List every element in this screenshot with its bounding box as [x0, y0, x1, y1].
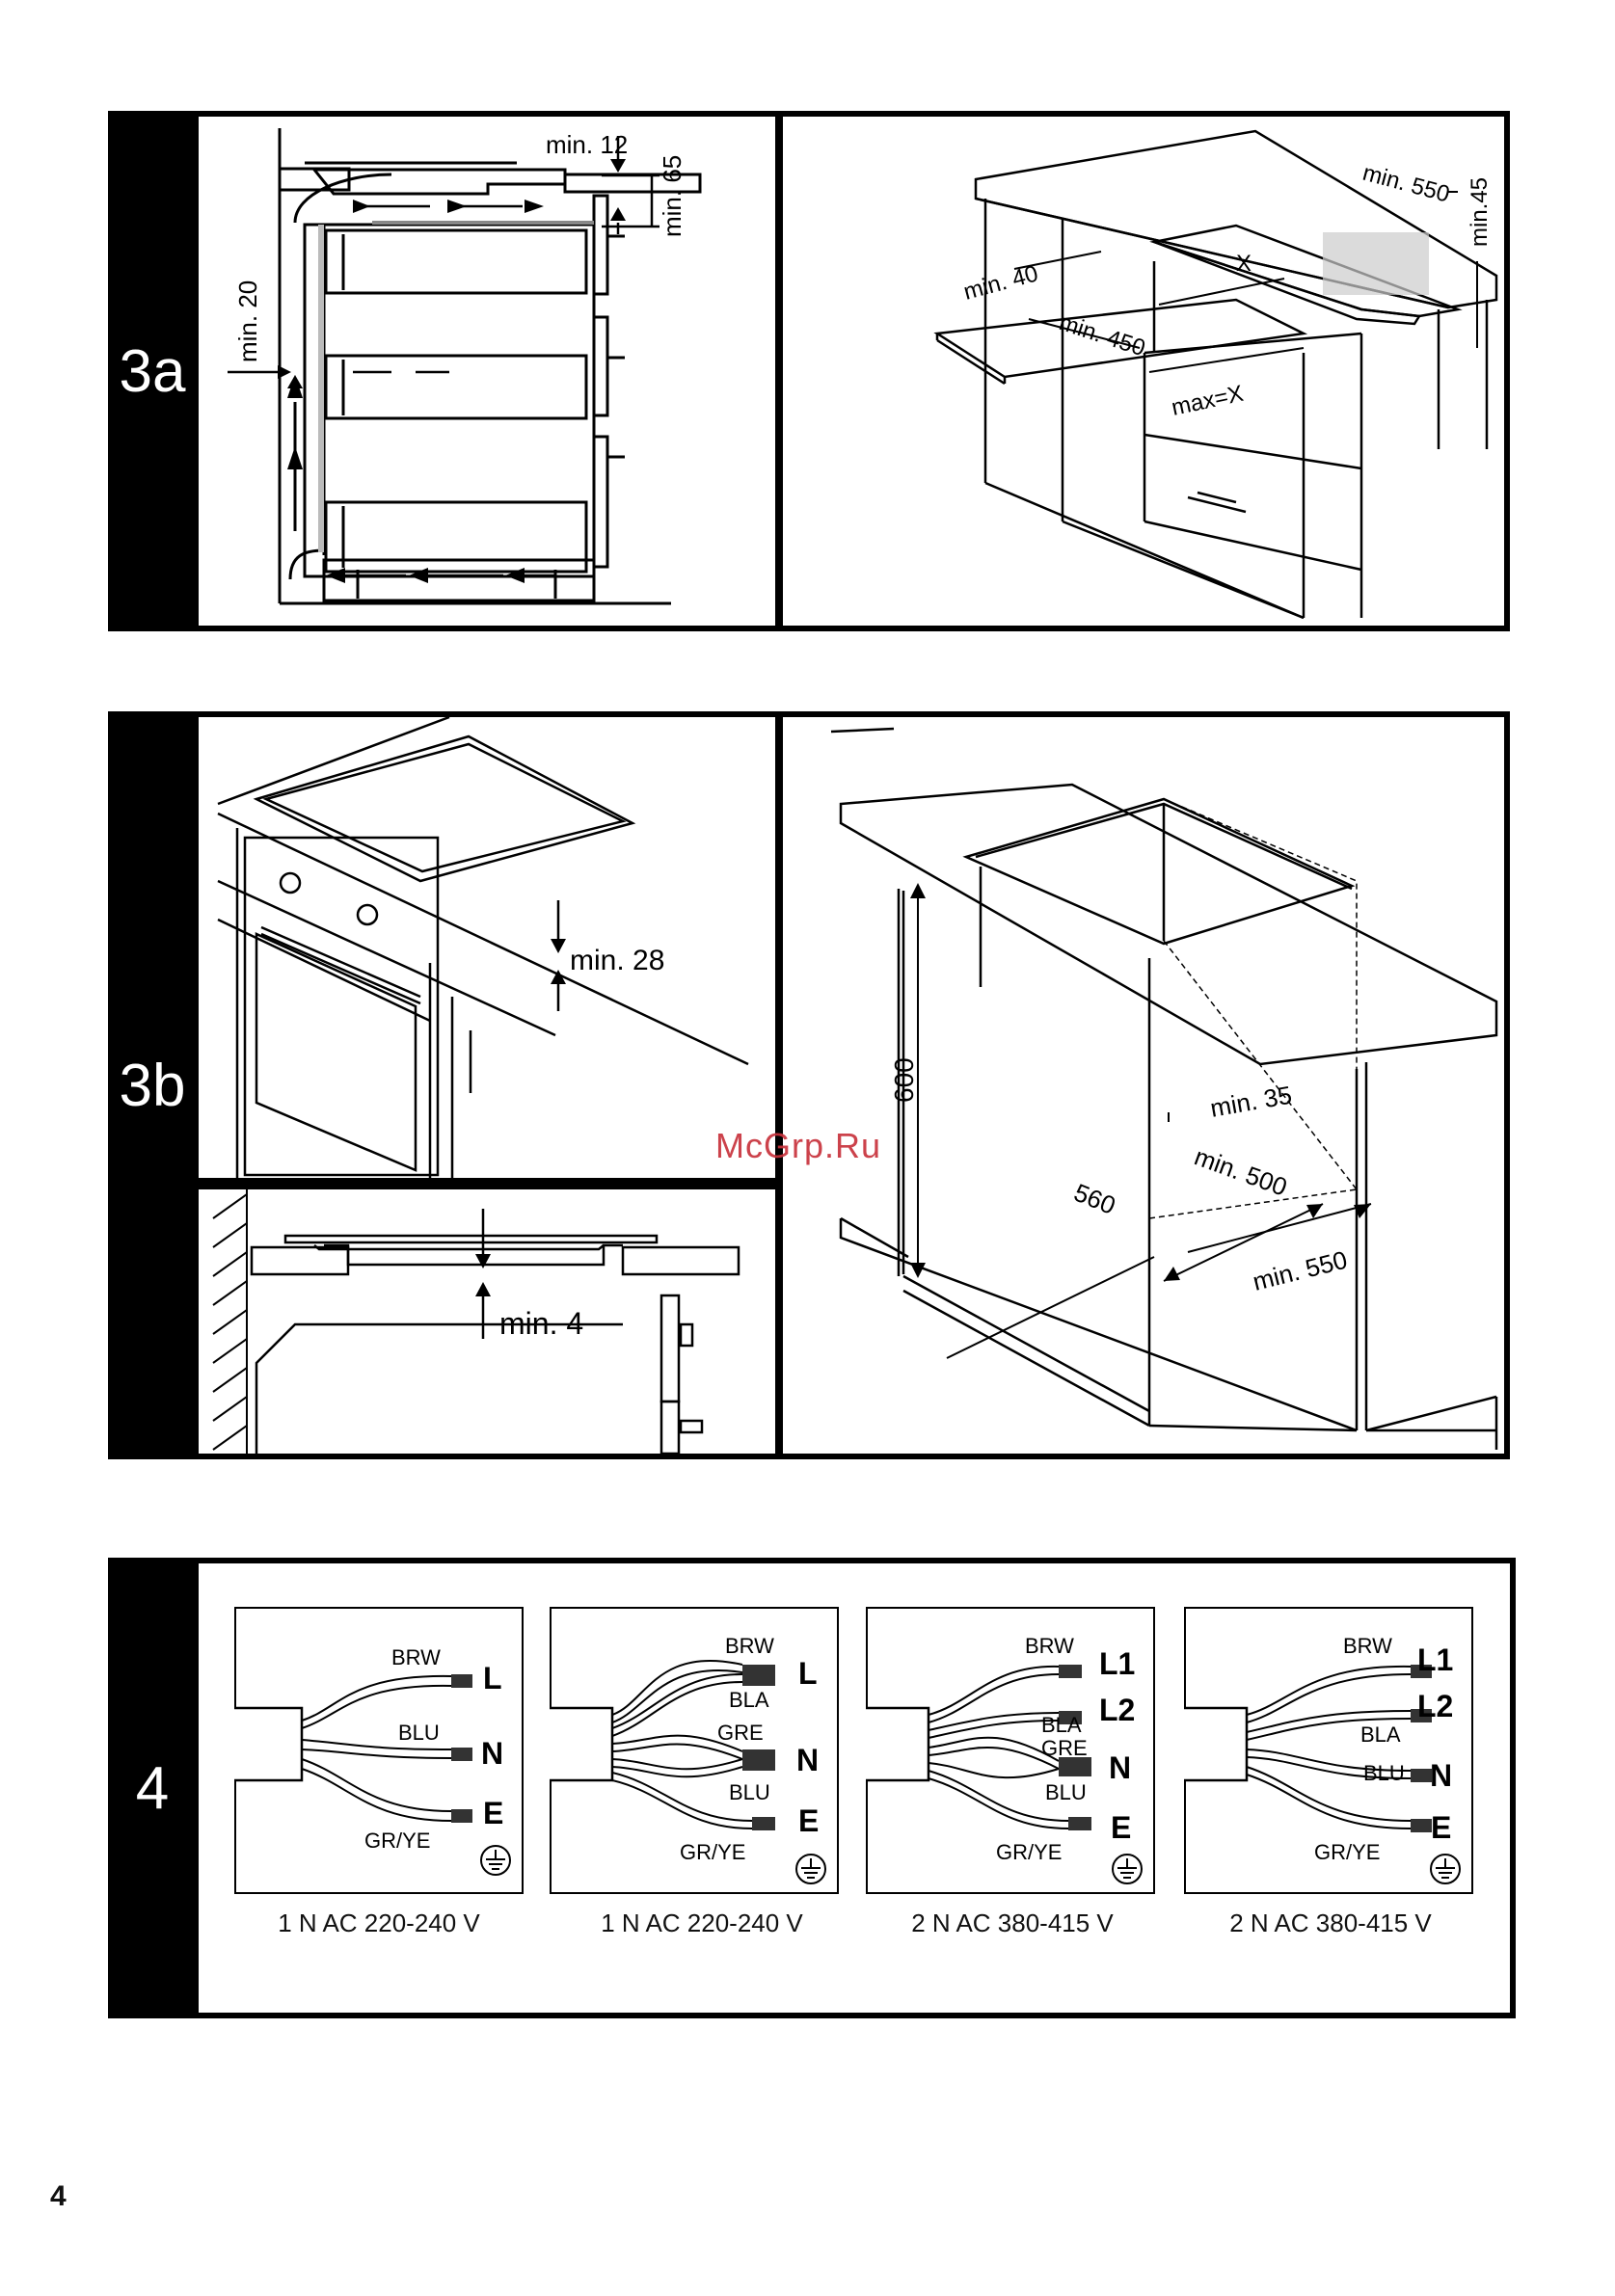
fig-3a-tab: 3a	[108, 111, 197, 631]
terminal-label-e: E	[1111, 1810, 1131, 1845]
fig-3a-min20: min. 20	[233, 280, 262, 362]
wire-label-gre: GRE	[1041, 1736, 1088, 1760]
fig-3a-min12: min. 12	[546, 130, 628, 159]
fig-3b-oven-under-hob-drawing: min. 28	[217, 715, 749, 1178]
fig-3a-cabinet-drawing: min. 40 min. 450 min. 550 min.45 X max=X	[933, 129, 1498, 620]
wiring-caption-2: 1 N AC 220-240 V	[601, 1909, 803, 1937]
ground-icon	[1112, 1854, 1143, 1884]
fig-4-tab: 4	[108, 1558, 197, 2018]
wire-label-brw: BRW	[391, 1645, 441, 1669]
fig-3b-cabinet-dimensions-drawing: 600 min. 35 min. 500 560 min. 550	[830, 727, 1498, 1450]
fig-3a-maxx: max=X	[1170, 381, 1246, 421]
terminal-label-l1: L1	[1099, 1646, 1135, 1681]
fig-3a-min450: min. 450	[1056, 309, 1148, 361]
fig-3b-label: 3b	[119, 1052, 186, 1119]
wire-label-grye: GR/YE	[364, 1829, 430, 1853]
terminal-label-l1: L1	[1417, 1642, 1453, 1677]
terminal-label-e: E	[1431, 1810, 1451, 1845]
terminal-label-l: L	[798, 1656, 818, 1691]
wire-label-bla: BLA	[729, 1688, 769, 1712]
fig-3b-tab: 3b	[108, 711, 197, 1459]
wire-label-blu: BLU	[1363, 1761, 1405, 1785]
terminal-label-l: L	[483, 1661, 502, 1695]
fig-3b-min4: min. 4	[499, 1306, 583, 1341]
wiring-caption-4: 2 N AC 380-415 V	[1229, 1909, 1432, 1937]
fig-3b-d600: 600	[889, 1057, 919, 1103]
terminal-label-e: E	[483, 1796, 503, 1830]
fig-3a-min40: min. 40	[961, 260, 1041, 305]
fig-3a-min550: min. 550	[1359, 160, 1452, 208]
wire-label-bla: BLA	[1041, 1713, 1082, 1737]
ground-icon	[795, 1854, 826, 1884]
wire-label-blu: BLU	[729, 1780, 770, 1804]
wire-label-bla: BLA	[1360, 1722, 1401, 1747]
wire-label-grye: GR/YE	[680, 1840, 745, 1864]
fig-3b-min500: min. 500	[1191, 1141, 1291, 1201]
fig-3b-d560: 560	[1070, 1178, 1119, 1220]
wire-label-brw: BRW	[725, 1634, 774, 1658]
fig-3a-min65: min. 65	[658, 155, 686, 237]
wiring-diagram-2: BRW BLA GRE BLU GR/YE L N E	[550, 1607, 839, 1894]
fig-3b-min35: min. 35	[1208, 1081, 1294, 1123]
wire-label-brw: BRW	[1025, 1634, 1074, 1658]
ground-icon	[480, 1845, 511, 1876]
fig-3a-right-panel: min. 40 min. 450 min. 550 min.45 X max=X	[777, 111, 1510, 631]
wiring-diagram-4: BRW BLA BLU GR/YE L1 L2 N E	[1184, 1607, 1473, 1894]
fig-3b-min28: min. 28	[570, 945, 664, 976]
fig-3b-min550: min. 550	[1250, 1245, 1350, 1296]
fig-4-panel: BRW BLU GR/YE L N E 1 N AC 220-240 V	[193, 1558, 1516, 2018]
wire-label-gre: GRE	[717, 1721, 764, 1745]
ground-icon	[1430, 1854, 1461, 1884]
wiring-caption-3: 2 N AC 380-415 V	[911, 1909, 1114, 1937]
terminal-label-n: N	[796, 1743, 819, 1777]
terminal-label-e: E	[798, 1803, 819, 1838]
fig-3b-top-left-panel: min. 28	[193, 711, 781, 1184]
fig-3a-section-drawing: min. 12 min. 65 min. 20	[228, 128, 702, 605]
fig-3a-x: X	[1236, 251, 1252, 277]
fig-3b-hob-gap-drawing: min. 4	[212, 1189, 740, 1455]
wire-label-grye: GR/YE	[996, 1840, 1062, 1864]
fig-4-label: 4	[135, 1754, 170, 1822]
wiring-caption-1: 1 N AC 220-240 V	[278, 1909, 480, 1937]
wire-label-blu: BLU	[398, 1721, 440, 1745]
wire-label-brw: BRW	[1343, 1634, 1392, 1658]
wire-label-blu: BLU	[1045, 1780, 1087, 1804]
terminal-label-n: N	[481, 1736, 503, 1771]
terminal-label-l2: L2	[1417, 1689, 1453, 1723]
wiring-diagram-3: BRW BLA GRE BLU GR/YE L1 L2 N E	[866, 1607, 1155, 1894]
terminal-label-l2: L2	[1099, 1693, 1135, 1727]
wire-label-grye: GR/YE	[1314, 1840, 1380, 1864]
fig-3a-min45: min.45	[1467, 177, 1493, 247]
fig-3a-label: 3a	[119, 337, 186, 405]
page-number: 4	[50, 2180, 67, 2212]
watermark: McGrp.Ru	[715, 1126, 882, 1165]
fig-3b-bottom-left-panel: min. 4	[193, 1184, 781, 1459]
terminal-label-n: N	[1109, 1750, 1131, 1785]
wiring-diagram-1: BRW BLU GR/YE L N E	[234, 1607, 524, 1894]
terminal-label-n: N	[1430, 1758, 1452, 1793]
fig-3a-left-panel: min. 12 min. 65 min. 20	[193, 111, 781, 631]
fig-3b-right-panel: 600 min. 35 min. 500 560 min. 550	[777, 711, 1510, 1459]
